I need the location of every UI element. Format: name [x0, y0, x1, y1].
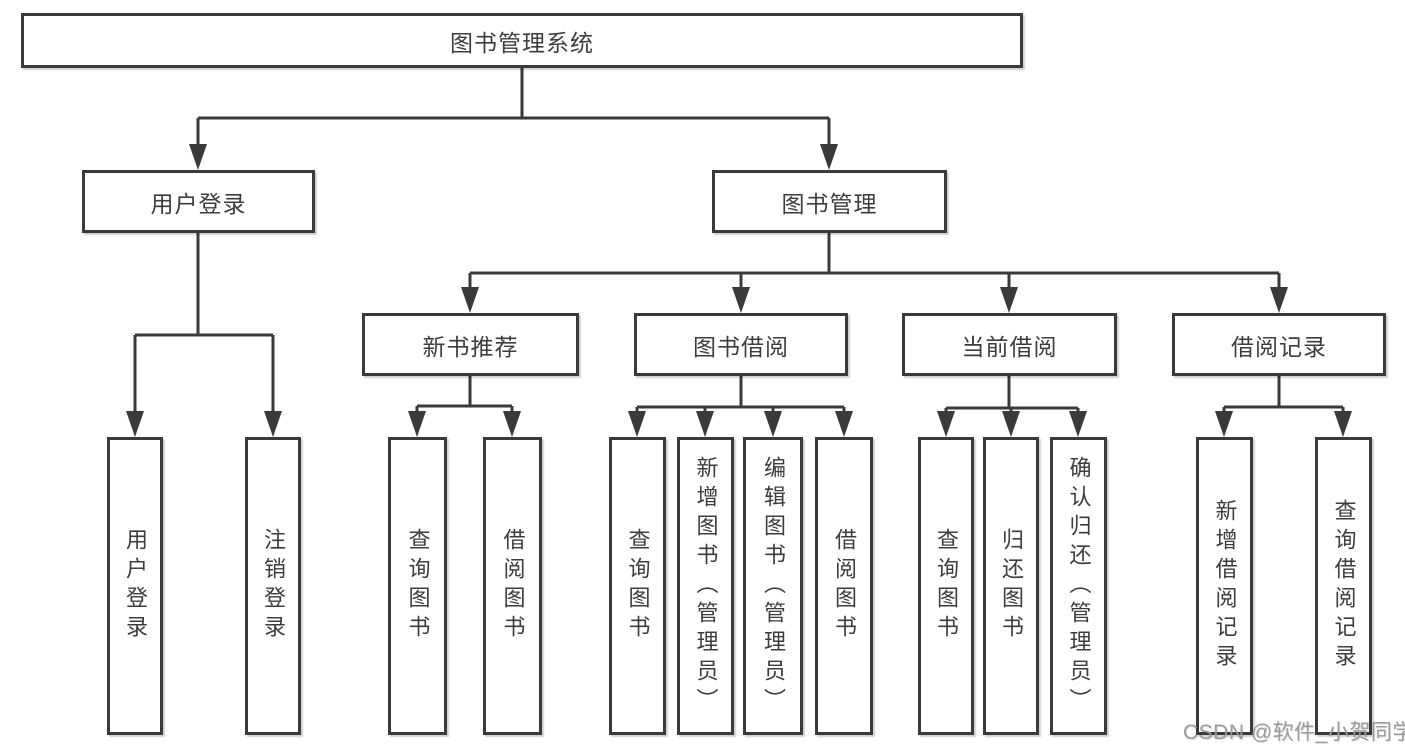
node-book-management: 图书管理	[712, 170, 947, 233]
node-borrowing-records: 借阅记录	[1172, 313, 1386, 376]
node-library-system: 图书管理系统	[21, 13, 1023, 68]
leaf-add-borrow-record-label: 新增借阅记录	[1212, 499, 1238, 673]
node-current-borrowing-label: 当前借阅	[961, 333, 1058, 360]
node-book-borrowing: 图书借阅	[634, 313, 848, 376]
leaf-borrow-books-borrowing: 借阅图书	[815, 437, 873, 735]
leaf-logout: 注销登录	[245, 437, 301, 735]
watermark-text: CSDN @软件_小贺同学	[1183, 721, 1405, 744]
leaf-add-books-admin: 新增图书（管理员）	[677, 437, 734, 735]
leaf-query-books-borrowing-label: 查询图书	[625, 528, 651, 644]
leaf-return-books: 归还图书	[983, 437, 1039, 735]
leaf-logout-label: 注销登录	[261, 528, 286, 644]
leaf-edit-books-admin: 编辑图书（管理员）	[743, 437, 803, 735]
leaf-edit-books-admin-label: 编辑图书（管理员）	[761, 455, 786, 717]
leaf-borrow-books-recommend-label: 借阅图书	[500, 528, 526, 644]
leaf-query-books-current-label: 查询图书	[934, 528, 959, 644]
leaf-add-books-admin-label: 新增图书（管理员）	[693, 455, 719, 717]
node-user-login-label: 用户登录	[150, 190, 247, 217]
leaf-query-books-recommend-label: 查询图书	[405, 528, 431, 644]
node-library-system-label: 图书管理系统	[450, 29, 594, 56]
leaf-query-books-recommend: 查询图书	[388, 437, 447, 735]
leaf-confirm-return-admin-label: 确认归还（管理员）	[1066, 455, 1092, 717]
leaf-return-books-label: 归还图书	[999, 528, 1024, 644]
leaf-borrow-books-borrowing-label: 借阅图书	[832, 528, 857, 644]
leaf-confirm-return-admin: 确认归还（管理员）	[1050, 437, 1107, 735]
node-new-book-recommend-label: 新书推荐	[422, 333, 519, 360]
leaf-query-borrow-record: 查询借阅记录	[1315, 437, 1372, 735]
node-user-login: 用户登录	[82, 170, 315, 233]
leaf-query-books-borrowing: 查询图书	[609, 437, 666, 735]
leaf-add-borrow-record: 新增借阅记录	[1196, 437, 1253, 735]
leaf-query-borrow-record-label: 查询借阅记录	[1331, 499, 1357, 673]
leaf-query-books-current: 查询图书	[918, 437, 974, 735]
leaf-user-login: 用户登录	[107, 437, 163, 735]
node-borrowing-records-label: 借阅记录	[1231, 333, 1327, 360]
leaf-user-login-label: 用户登录	[123, 528, 148, 644]
node-book-management-label: 图书管理	[781, 190, 878, 217]
node-current-borrowing: 当前借阅	[902, 313, 1117, 376]
node-new-book-recommend: 新书推荐	[362, 313, 579, 376]
node-book-borrowing-label: 图书借阅	[693, 333, 789, 360]
leaf-borrow-books-recommend: 借阅图书	[483, 437, 542, 735]
